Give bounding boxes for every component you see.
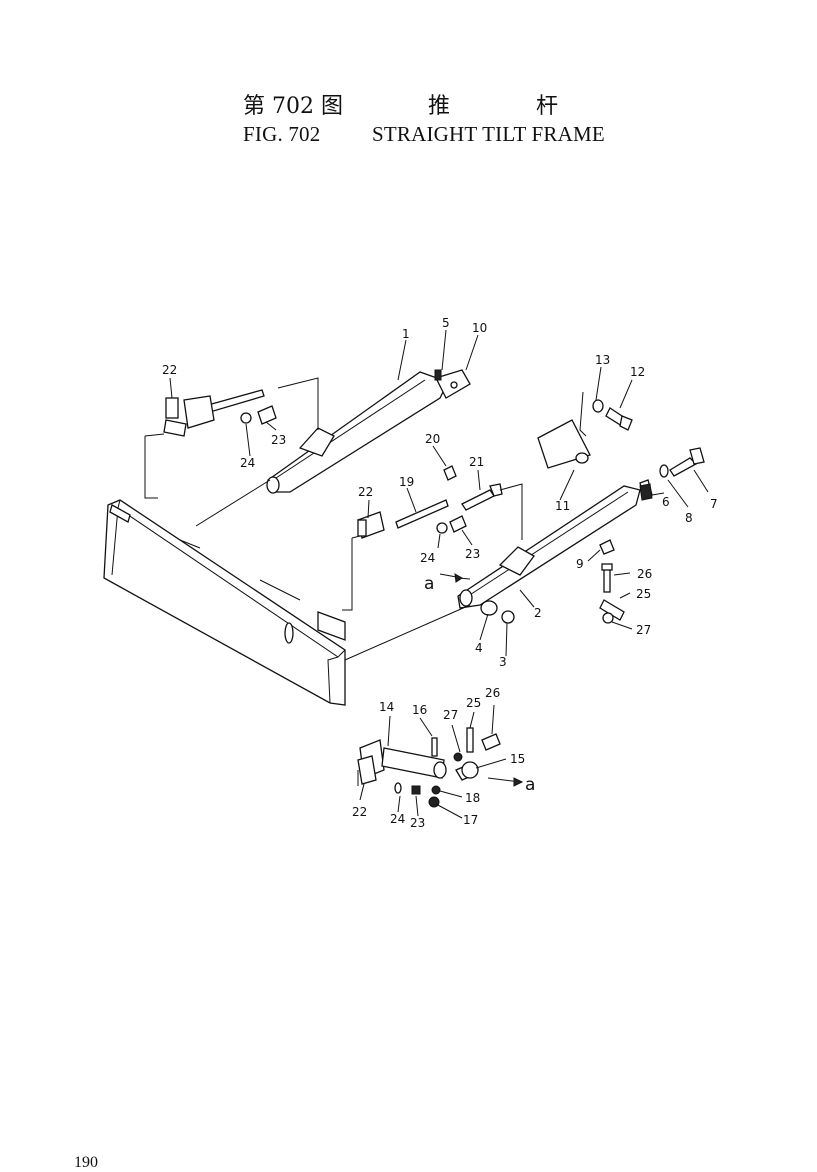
callout-25: 25 (636, 587, 651, 601)
callout-2: 2 (534, 606, 542, 620)
callout-17: 17 (463, 813, 478, 827)
callout-19: 19 (399, 475, 414, 489)
callout-4: 4 (475, 641, 483, 655)
title-cn-fig: 第 702 图 (243, 94, 343, 119)
callout-16: 16 (412, 703, 427, 717)
callout-13: 13 (595, 353, 610, 367)
callout-11: 11 (555, 499, 570, 513)
arrowhead-a-main (454, 573, 463, 583)
bracket (537, 419, 591, 469)
callout-24-top: 24 (240, 456, 255, 470)
callout-22-mid: 22 (358, 485, 373, 499)
title-en-name: STRAIGHT TILT FRAME (372, 122, 605, 146)
callout-a-detail: a (525, 775, 535, 795)
callout-18: 18 (465, 791, 480, 805)
detail-a (357, 727, 501, 808)
callout-a-main: a (424, 574, 434, 594)
title-cn-word2: 杆 (536, 94, 559, 119)
callout-10: 10 (472, 321, 487, 335)
callout-15: 15 (510, 752, 525, 766)
callout-27-detail: 27 (443, 708, 458, 722)
callout-8: 8 (685, 511, 693, 525)
callout-25-detail: 25 (466, 696, 481, 710)
callout-24-detail: 24 (390, 812, 405, 826)
callout-20: 20 (425, 432, 440, 446)
callout-labels: 1 5 10 13 12 22 23 24 20 21 19 22 11 6 8… (162, 316, 718, 830)
title-cn-word1: 推 (428, 94, 451, 119)
arrowhead-a-detail (513, 777, 524, 787)
callout-1: 1 (402, 327, 410, 341)
callout-26: 26 (637, 567, 652, 581)
callout-22-top: 22 (162, 363, 177, 377)
callout-26-detail: 26 (485, 686, 500, 700)
title-en-fig: FIG. 702 (243, 122, 321, 146)
callout-14: 14 (379, 700, 394, 714)
callout-24-mid: 24 (420, 551, 435, 565)
callout-9: 9 (576, 557, 584, 571)
callout-12: 12 (630, 365, 645, 379)
callout-23-top: 23 (271, 433, 286, 447)
callout-6: 6 (662, 495, 670, 509)
callout-22-detail: 22 (352, 805, 367, 819)
callout-3: 3 (499, 655, 507, 669)
callout-23-detail: 23 (410, 816, 425, 830)
callout-5: 5 (442, 316, 450, 330)
small-parts (163, 389, 705, 624)
upper-tilt-arm (266, 369, 471, 494)
title-chinese: 第 702 图 推 杆 (0, 88, 817, 119)
blade (103, 499, 346, 706)
page-number: 190 (74, 1154, 98, 1171)
title-english: FIG. 702 STRAIGHT TILT FRAME (0, 122, 817, 150)
callout-7: 7 (710, 497, 718, 511)
callout-27: 27 (636, 623, 651, 637)
callout-21: 21 (469, 455, 484, 469)
callout-23-mid: 23 (465, 547, 480, 561)
